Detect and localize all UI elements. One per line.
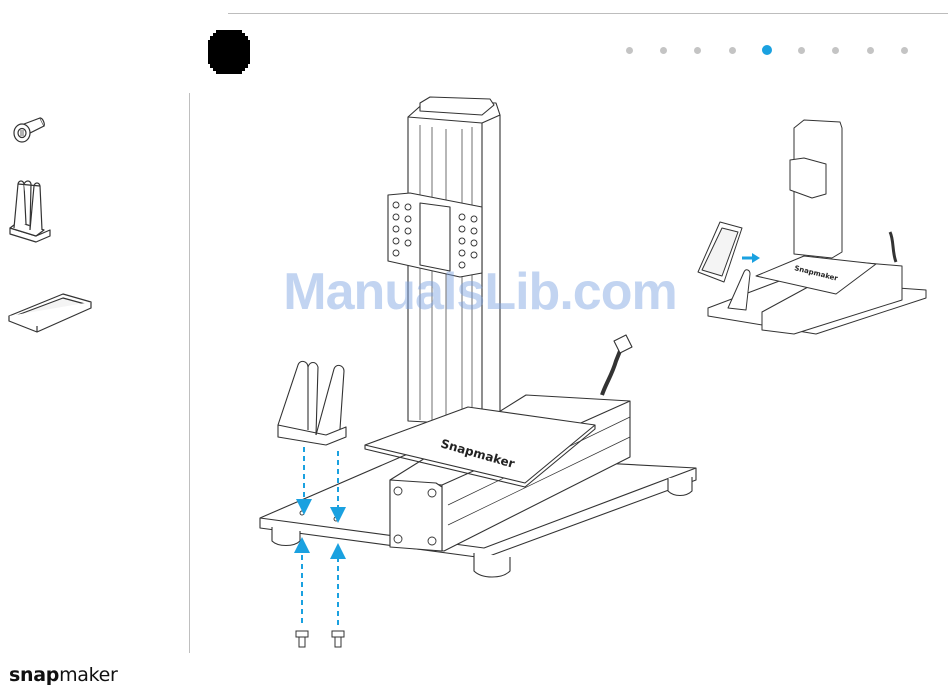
screw-icon xyxy=(10,112,48,146)
assembly-illustration: Snapmaker xyxy=(250,95,710,655)
progress-dot xyxy=(901,47,908,54)
brand-logo-light: maker xyxy=(59,664,117,686)
progress-dot-current xyxy=(762,45,772,55)
progress-dot xyxy=(626,47,633,54)
screen-stand xyxy=(278,425,346,445)
touchscreen-stand-icon xyxy=(4,178,56,244)
brand-logo-bold: snap xyxy=(9,664,59,686)
base-foot xyxy=(668,477,692,496)
progress-dot xyxy=(832,47,839,54)
sidebar-divider xyxy=(189,93,190,653)
touchscreen-icon xyxy=(5,290,95,340)
step-progress-dots xyxy=(622,44,922,58)
screw-icon xyxy=(296,631,308,647)
progress-dot xyxy=(660,47,667,54)
preview-stand xyxy=(728,270,750,310)
screw-icon xyxy=(332,631,344,647)
progress-dot xyxy=(694,47,701,54)
assembled-preview: Snapmaker xyxy=(686,112,932,352)
base-foot xyxy=(474,553,510,577)
brand-logo: snapmaker xyxy=(9,664,118,686)
progress-dot xyxy=(867,47,874,54)
progress-dot xyxy=(729,47,736,54)
parts-list xyxy=(0,100,185,360)
header-rule xyxy=(228,13,948,14)
progress-dot xyxy=(798,47,805,54)
step-badge xyxy=(208,30,250,74)
